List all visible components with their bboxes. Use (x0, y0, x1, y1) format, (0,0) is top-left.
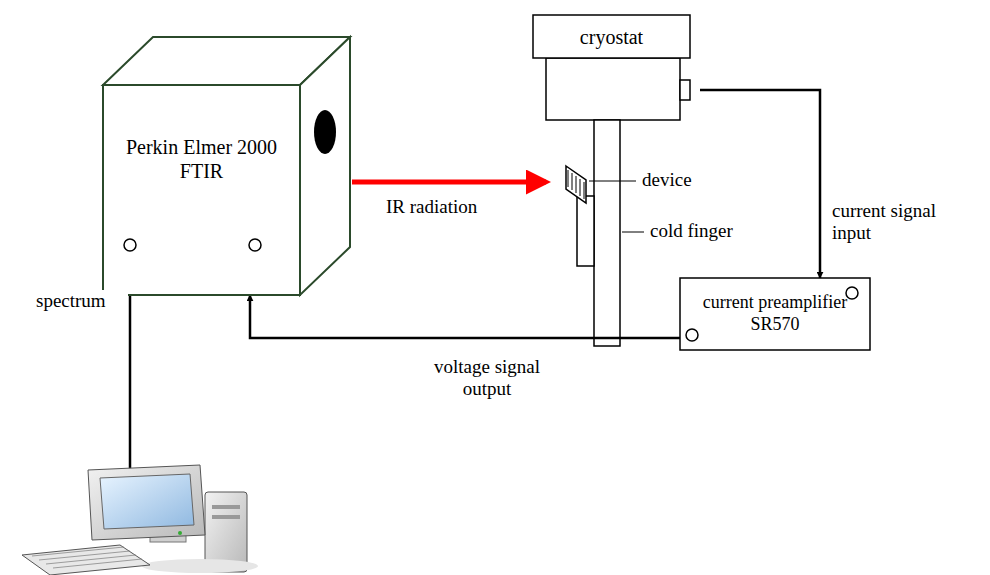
preamplifier-box: current preamplifier SR570 (680, 278, 870, 350)
computer-monitor (88, 465, 205, 540)
cube-side (300, 37, 350, 295)
input-jack (846, 287, 858, 299)
cryostat-body (546, 58, 680, 120)
signal-connector (250, 295, 680, 338)
leader-line (622, 232, 644, 233)
ir-beam-arrow (352, 180, 546, 185)
node-label: Perkin Elmer 2000 FTIR (117, 135, 286, 183)
node-outline (103, 37, 350, 295)
hatch-stroke (568, 170, 569, 187)
key-row (32, 547, 124, 556)
device-chip (566, 166, 586, 203)
beam-label: IR radiation (384, 196, 508, 218)
cold-finger (594, 120, 620, 346)
key-row (39, 551, 130, 560)
drive-slot (212, 505, 240, 509)
cryostat-connector (680, 80, 690, 100)
cryostat-top (533, 15, 690, 58)
computer-icon (22, 465, 258, 575)
box-outline (680, 278, 870, 350)
cryostat-head: cryostat (533, 15, 700, 120)
monitor-screen (100, 474, 194, 529)
hatch-stroke (580, 179, 581, 196)
signal-connector (700, 90, 820, 278)
drive-slot (212, 515, 240, 519)
power-led (178, 531, 182, 535)
hatch-stroke (576, 176, 577, 193)
hatch-stroke (584, 182, 585, 199)
desk-shadow (142, 559, 258, 573)
part-label: device (640, 169, 714, 191)
device-hatching (568, 170, 584, 199)
key-row (46, 555, 136, 564)
ftir-spectrometer: Perkin Elmer 2000 FTIR (103, 37, 350, 295)
ir-aperture (314, 110, 336, 154)
keyboard (22, 545, 150, 575)
cube-front (103, 85, 300, 295)
signal-label: spectrum (34, 290, 128, 312)
node-label: cryostat (533, 25, 690, 49)
port-jack (124, 239, 136, 251)
leader-line (589, 181, 636, 182)
key-row (53, 559, 142, 568)
port-jack (249, 239, 261, 251)
connector-label: voltage signal output (410, 356, 564, 400)
node-label: current preamplifier SR570 (700, 292, 850, 335)
keyboard-keys (32, 547, 142, 568)
part-label: cold finger (648, 220, 752, 242)
connector-label: current signal input (830, 200, 974, 244)
hatch-stroke (572, 173, 573, 190)
output-jack (686, 329, 698, 341)
device-holder (577, 196, 594, 266)
